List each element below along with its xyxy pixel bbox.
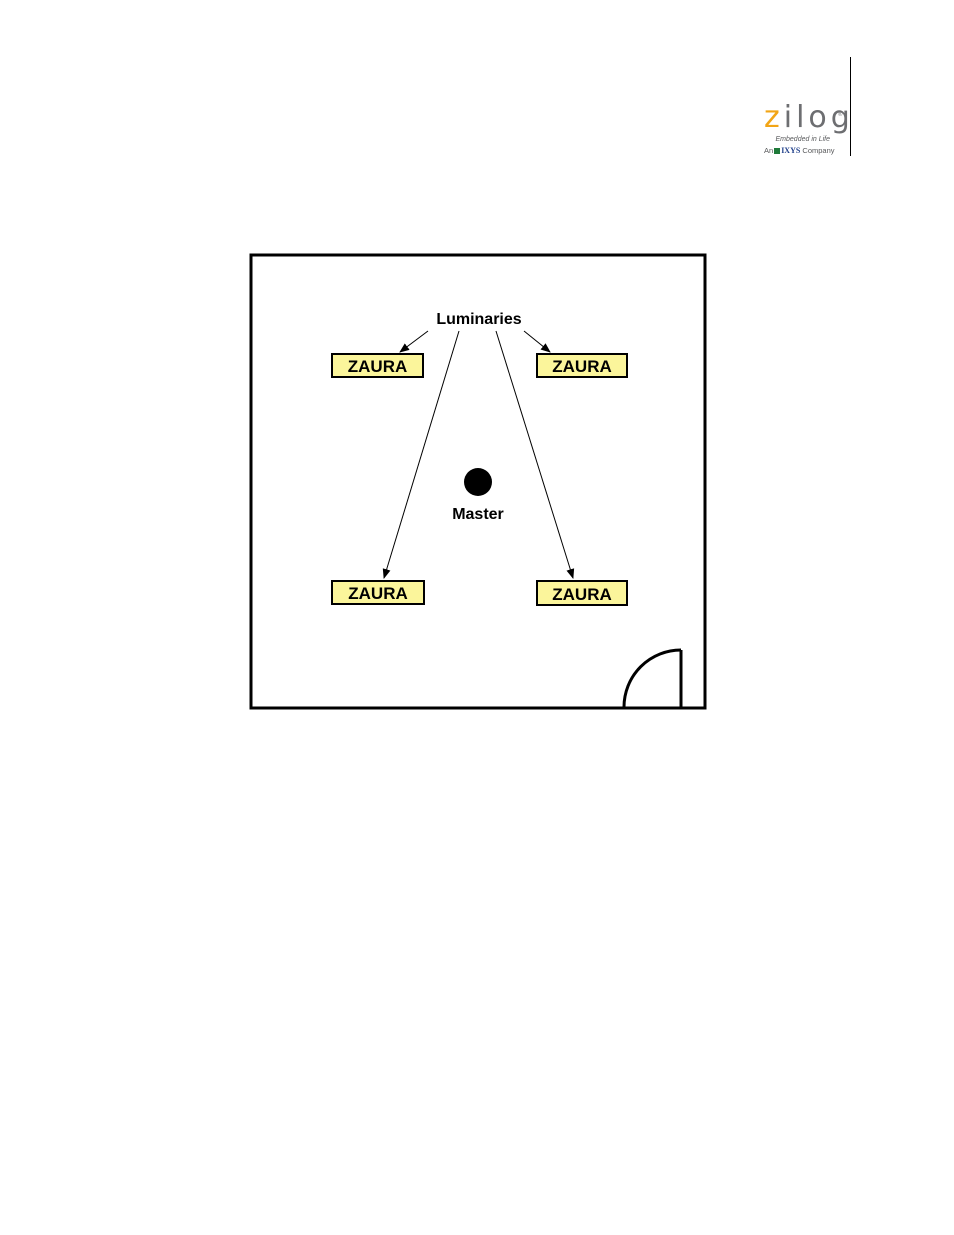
luminaire-top-right: ZAURA <box>536 353 628 378</box>
luminaire-label: ZAURA <box>348 357 408 376</box>
logo-company-line: An IXYS Company <box>764 146 835 155</box>
header-divider <box>850 57 851 156</box>
arrow-top-right <box>523 330 551 353</box>
luminaire-bottom-right: ZAURA <box>536 580 628 606</box>
luminaire-label: ZAURA <box>552 357 612 376</box>
luminaire-top-left: ZAURA <box>331 353 424 378</box>
logo-wordmark: zilog <box>764 100 854 136</box>
luminaries-label: Luminaries <box>436 311 521 328</box>
master-node <box>464 468 492 496</box>
company-name: IXYS <box>781 146 801 155</box>
luminaire-label: ZAURA <box>552 585 612 604</box>
luminaire-bottom-left: ZAURA <box>331 580 425 605</box>
registered-mark: ® <box>838 112 843 118</box>
arrow-top-left <box>399 330 429 353</box>
company-suffix: Company <box>802 146 835 155</box>
door-icon <box>622 648 683 708</box>
logo-z-letter: z <box>764 100 784 135</box>
arrow-bottom-right <box>495 330 575 579</box>
ixys-square-icon <box>774 148 781 154</box>
company-prefix: An <box>764 146 774 155</box>
logo-tagline: Embedded in Life <box>775 136 830 143</box>
arrow-bottom-left <box>382 330 460 579</box>
luminaire-label: ZAURA <box>348 584 408 603</box>
logo-rest-letters: ilog <box>783 100 854 135</box>
master-label: Master <box>452 506 504 523</box>
